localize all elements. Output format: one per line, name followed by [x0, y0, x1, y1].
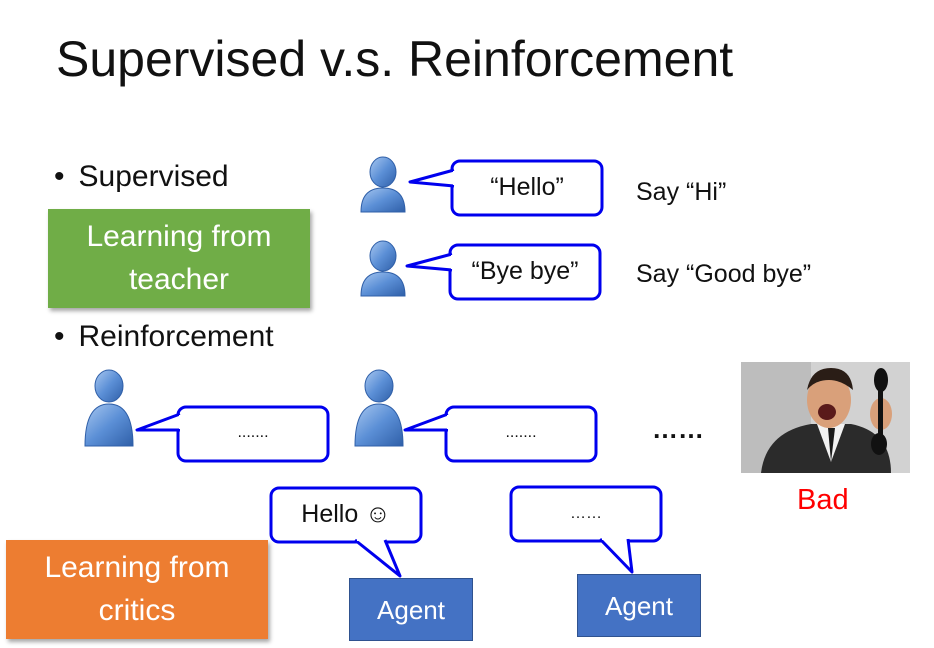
- ellipsis: ……: [652, 414, 704, 444]
- speech-bubble-agent-1: [269, 486, 423, 578]
- speech-bubble-human-1: [135, 405, 330, 463]
- person-icon: [354, 369, 404, 447]
- person-icon: [84, 369, 134, 447]
- bubble-text-hello: “Hello”: [490, 173, 564, 201]
- speech-bubble-human-2: [403, 405, 598, 463]
- bubble-text-human-1: .......: [237, 424, 269, 441]
- angry-man-on-phone-photo: [741, 362, 910, 473]
- teacher-box-line-1: Learning from: [86, 220, 272, 253]
- bullet-supervised-text: Supervised: [78, 160, 229, 193]
- response-say-hi: Say “Hi”: [636, 178, 727, 206]
- speech-bubble-hello: [408, 159, 604, 217]
- bubble-text-agent-hello: Hello ☺: [301, 500, 391, 528]
- speech-bubble-bye: [405, 243, 602, 301]
- bullet-reinforcement-text: Reinforcement: [78, 320, 274, 353]
- bullet-dot: •: [54, 160, 65, 193]
- person-icon: [360, 240, 406, 297]
- bubble-text-human-2: .......: [505, 424, 537, 441]
- learning-from-critics-box: Learning from critics: [6, 540, 268, 639]
- slide-title: Supervised v.s. Reinforcement: [56, 31, 734, 87]
- bubble-text-agent-2: ……: [570, 505, 602, 522]
- feedback-bad: Bad: [797, 484, 849, 516]
- speech-bubble-agent-2: [509, 485, 663, 574]
- bullet-reinforcement: • Reinforcement: [54, 320, 274, 354]
- bullet-supervised: • Supervised: [54, 160, 229, 194]
- critics-box-line-1: Learning from: [44, 551, 230, 584]
- teacher-box-line-2: teacher: [128, 263, 230, 296]
- bullet-dot: •: [54, 320, 65, 353]
- learning-from-teacher-box: Learning from teacher: [48, 209, 310, 308]
- person-icon: [360, 156, 406, 213]
- agent-box-1: Agent: [349, 578, 473, 641]
- agent-box-2: Agent: [577, 574, 701, 637]
- angry-man-on-phone-photo-drawing: [741, 362, 910, 473]
- bubble-text-bye: “Bye bye”: [471, 257, 579, 285]
- response-say-good-bye: Say “Good bye”: [636, 260, 812, 288]
- critics-box-line-2: critics: [98, 594, 176, 627]
